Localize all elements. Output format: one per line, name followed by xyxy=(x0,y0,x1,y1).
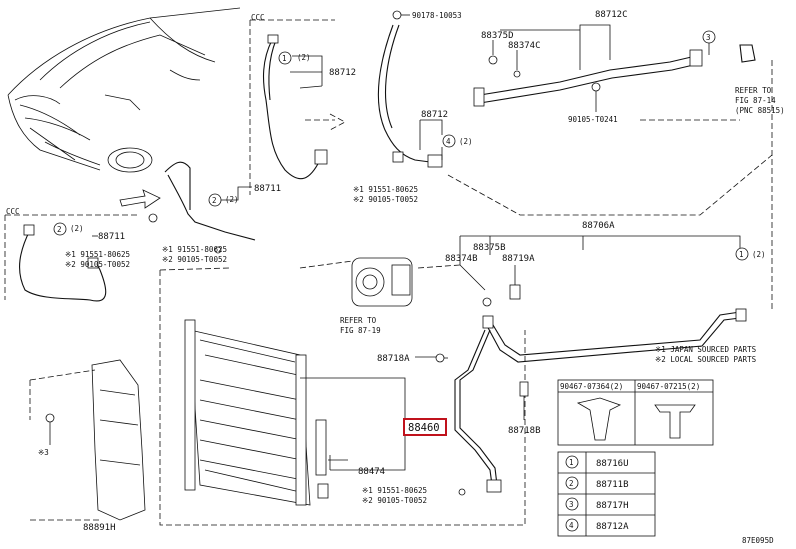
callout-number: 1 xyxy=(282,54,287,63)
parts-row: 3 88717H xyxy=(565,497,629,511)
callout-text: 90105-T0241 xyxy=(568,115,618,124)
callout-text: 90178-10053 xyxy=(412,11,462,20)
callout-text: 88712 xyxy=(421,110,448,120)
callout-text: ※3 xyxy=(38,448,49,457)
callout-text: 90467-07364(2) xyxy=(560,382,623,391)
callout-text: 88716U xyxy=(596,459,629,469)
callout-text: ※1 91551-80625 xyxy=(162,245,227,254)
callout-text: (PNC 88515) xyxy=(735,106,785,115)
pipe-88712C: 88712C 88375D 88374C 3 90105-T0241 REFER… xyxy=(447,10,785,310)
suction-hose-88712: 90178-10053 4 (2) 88712 ※1 91551-80625 ※… xyxy=(353,10,473,204)
callout-text: 88711B xyxy=(596,480,629,490)
callout-text: (2) xyxy=(459,137,473,146)
part-88460-highlight[interactable] xyxy=(403,418,447,436)
part-label-88711: 88711 xyxy=(254,184,281,194)
pipe-88706A: 88706A 88375B 88374B 88719A 1 (2) 88718A… xyxy=(377,221,766,496)
part-label-88460: 88460 xyxy=(408,422,440,434)
callout-text: 88718B xyxy=(508,426,541,436)
condenser-fins xyxy=(199,379,304,481)
callout-text: 88374B xyxy=(445,254,478,264)
ccc-top-label: CCC xyxy=(251,13,265,22)
ccc-top-box: CCC 1 (2) 88712 xyxy=(249,13,356,195)
ccc-left-box: CCC 2 (2) 88711 ※1 91551-80625 ※2 90105-… xyxy=(4,207,140,302)
callout-text: 2 xyxy=(57,225,62,234)
callout-text: 4 xyxy=(446,137,451,146)
callout-circle xyxy=(278,51,292,65)
callout-text: 2 xyxy=(212,196,217,205)
callout-text: ※2 LOCAL SOURCED PARTS xyxy=(655,355,757,364)
callout-text: REFER TO xyxy=(735,86,772,95)
compressor-illustration: REFER TO FIG 87-19 xyxy=(299,257,461,335)
arrow-right-icon xyxy=(119,189,161,209)
parts-number-table: 1 88716U 2 88711B 3 88717H 4 88712A xyxy=(557,451,656,537)
arrow-right-icon xyxy=(305,113,346,131)
callout-text: FIG 87-14 xyxy=(735,96,776,105)
callout-text: ※1 91551-80625 xyxy=(65,250,130,259)
callout-text: ※1 91551-80625 xyxy=(353,185,418,194)
callout-text: 3 xyxy=(706,33,711,42)
callout-text: FIG 87-19 xyxy=(340,326,381,335)
callout-text: 88712C xyxy=(595,10,628,20)
callout-text: (2) xyxy=(225,195,239,204)
callout-text: 88706A xyxy=(582,221,615,231)
parts-row: 2 88711B xyxy=(565,476,629,490)
figure-code: 87E095D xyxy=(742,536,774,545)
parts-row: 1 88716U xyxy=(565,455,629,469)
callout-text: 88474 xyxy=(358,467,385,477)
callout-text: 88718A xyxy=(377,354,410,364)
condenser-88460[interactable]: 88460 88474 ※1 91551-80625 ※2 90105-T005… xyxy=(159,267,526,526)
callout-text: 88711 xyxy=(98,232,125,242)
callout-text: ※2 90105-T0052 xyxy=(353,195,418,204)
callout-text: ※2 90105-T0052 xyxy=(162,255,227,264)
callout-text: 3 xyxy=(569,500,574,509)
callout-text: 88375D xyxy=(481,31,514,41)
callout-text: ※2 90105-T0052 xyxy=(362,496,427,505)
callout-text: ※1 JAPAN SOURCED PARTS xyxy=(655,345,757,354)
callout-text: 4 xyxy=(569,521,574,530)
callout-text: 88712A xyxy=(596,522,629,532)
parts-row: 4 88712A xyxy=(565,518,629,532)
car-illustration xyxy=(7,7,241,210)
part-label-88712: 88712 xyxy=(329,68,356,78)
callout-text: CCC xyxy=(6,207,20,216)
callout-text: 88719A xyxy=(502,254,535,264)
callout-text: (2) xyxy=(752,250,766,259)
callout-text: 90467-07215(2) xyxy=(637,382,700,391)
receiver-88474 xyxy=(315,419,327,476)
clip-table: 90467-07364(2) 90467-07215(2) xyxy=(557,379,714,446)
callout-text: (2) xyxy=(70,224,84,233)
hose-88711: 2 (2) 88711 ※1 91551-80625 ※2 90105-T005… xyxy=(148,174,281,264)
callout-text: 88374C xyxy=(508,41,541,51)
callout-text: 88375B xyxy=(473,243,506,253)
callout-text: 2 xyxy=(569,479,574,488)
shield-88891H: ※3 88891H xyxy=(29,359,146,533)
callout-text: REFER TO xyxy=(340,316,377,325)
callout-text: 88717H xyxy=(596,501,629,511)
callout-text: 1 xyxy=(569,458,574,467)
callout-text: ※2 90105-T0052 xyxy=(65,260,130,269)
callout-text: 1 xyxy=(739,250,744,259)
callout-text: ※1 91551-80625 xyxy=(362,486,427,495)
callout-text: 88891H xyxy=(83,523,116,533)
callout-qty: (2) xyxy=(297,53,311,62)
